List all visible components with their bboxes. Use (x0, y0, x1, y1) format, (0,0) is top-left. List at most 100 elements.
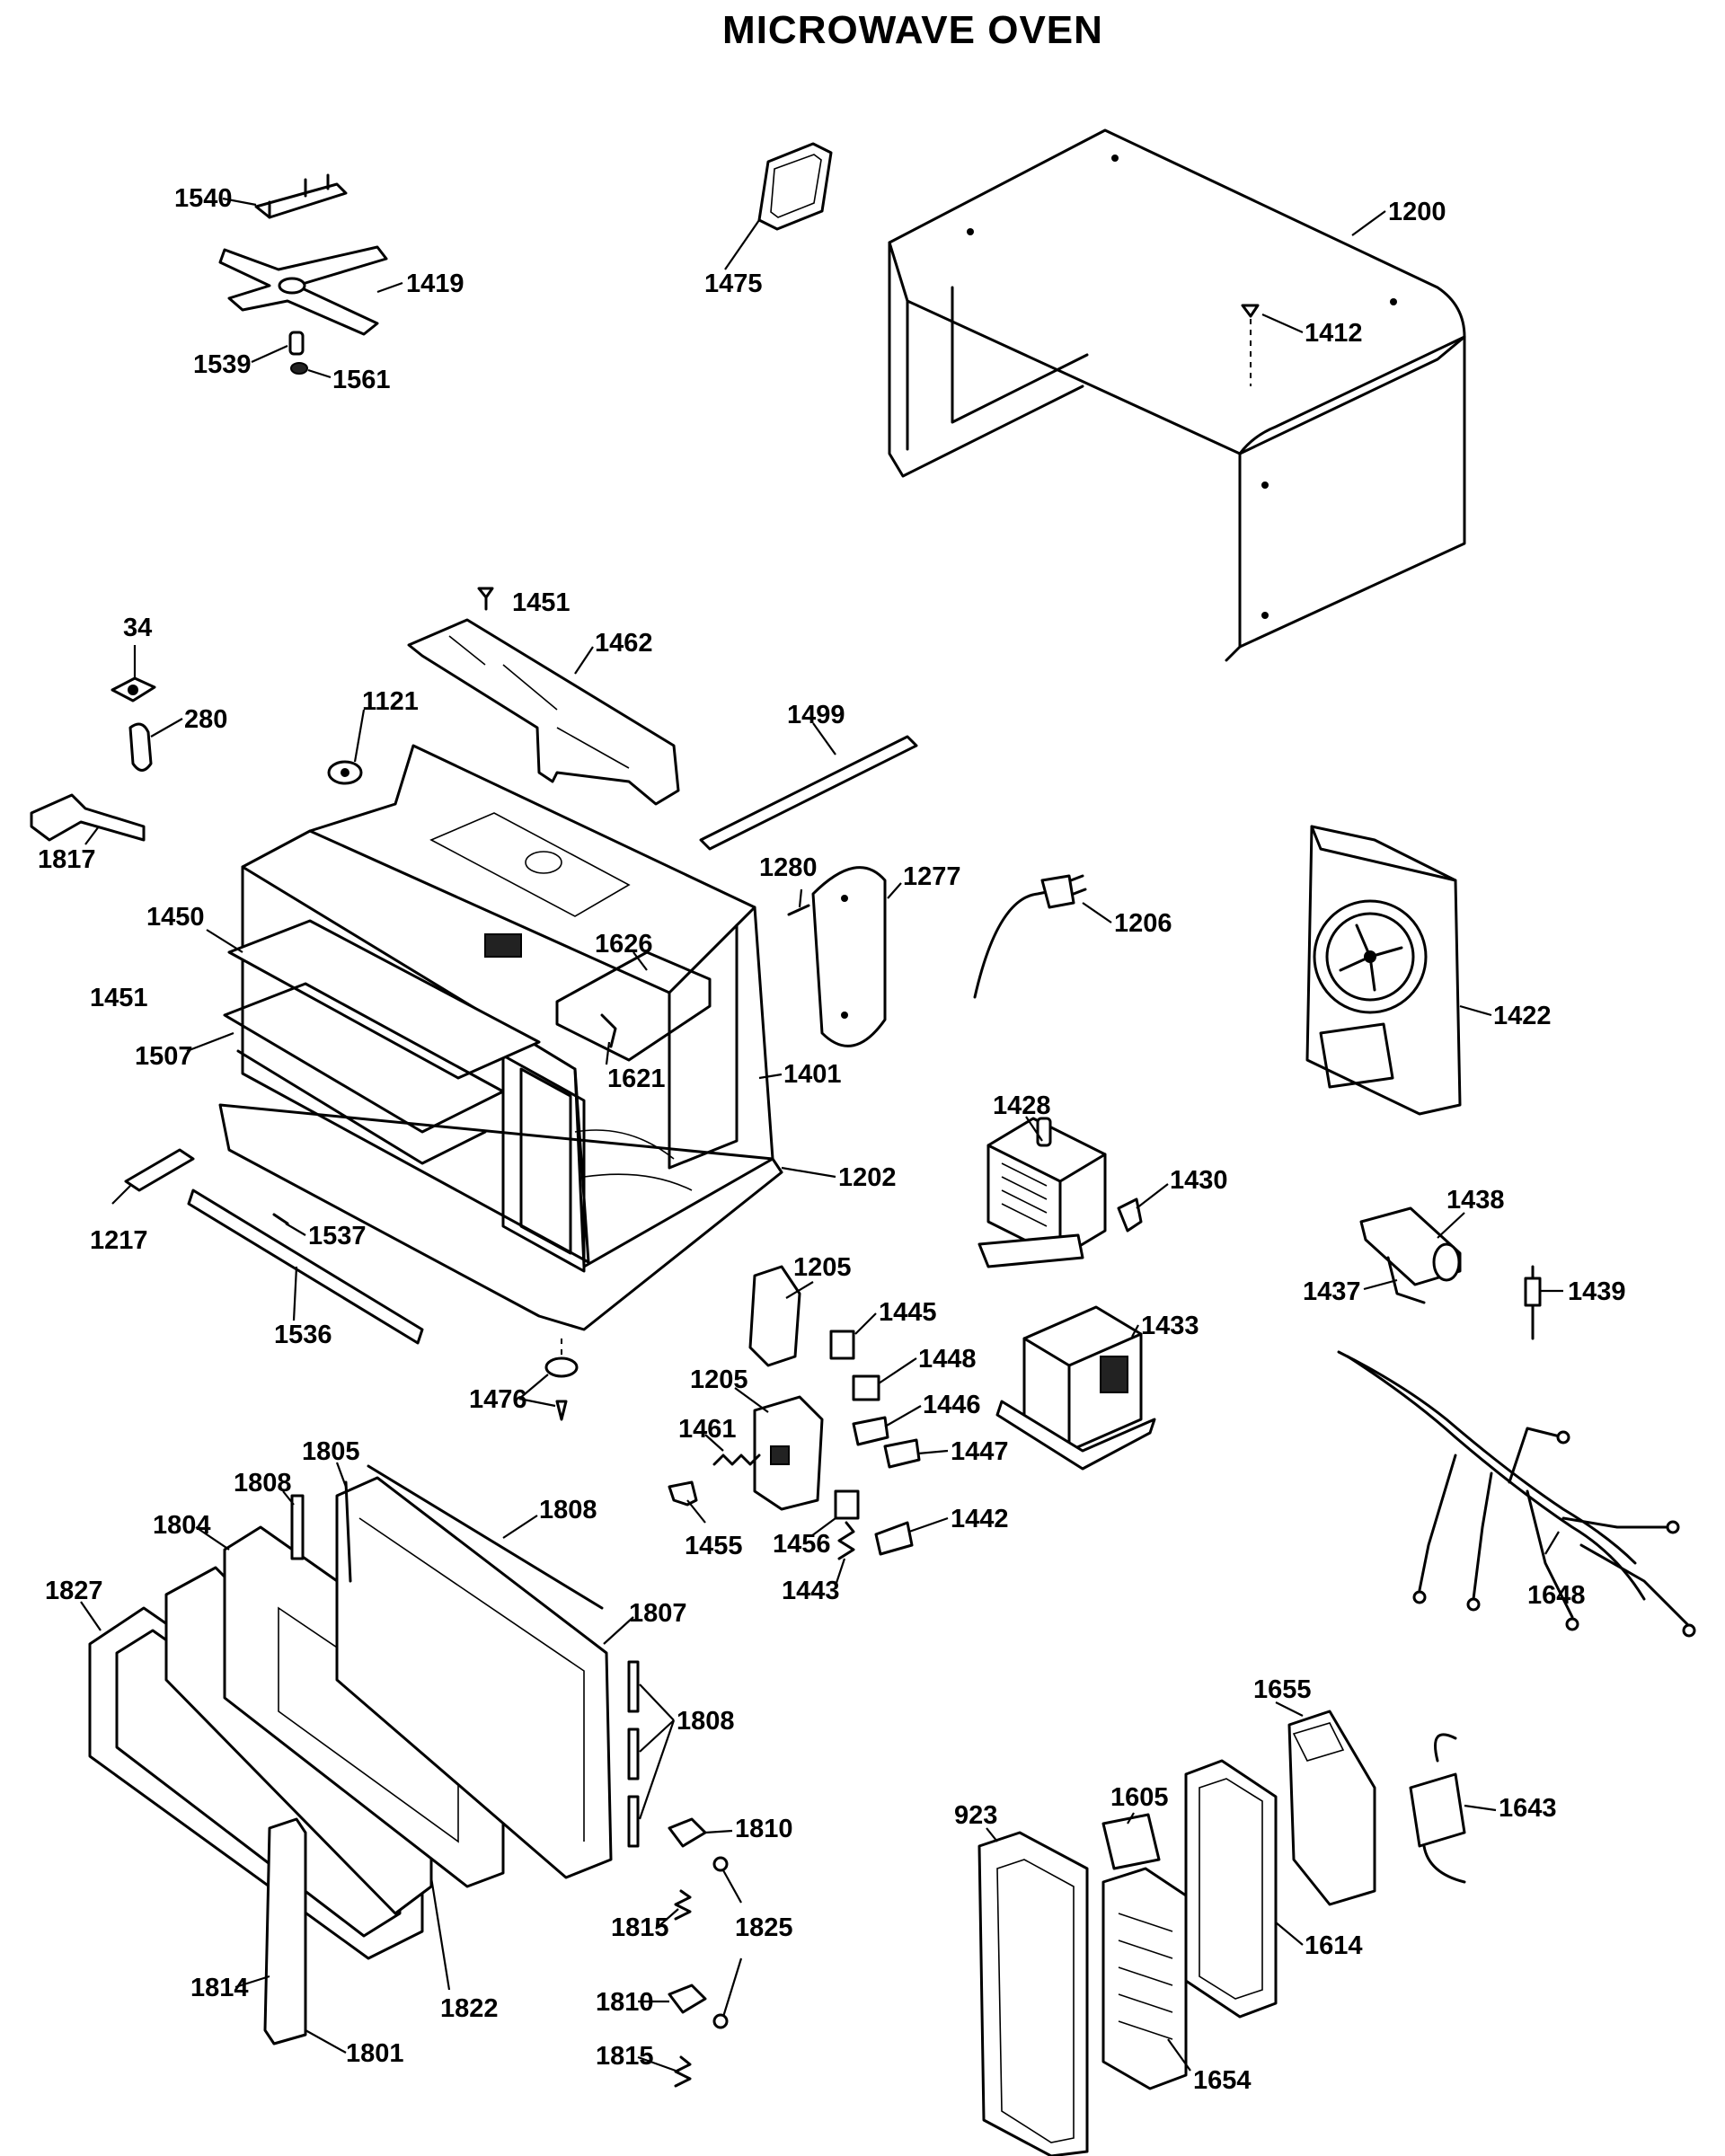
label-1801: 1801 (346, 2039, 404, 2068)
part-1200-outer-cabinet (888, 128, 1466, 662)
part-1621-bracket (600, 1013, 617, 1048)
label-1461: 1461 (678, 1415, 737, 1444)
part-1654-keypad-overlay (1101, 1867, 1188, 2090)
part-1445-switch (829, 1330, 855, 1360)
label-1205-lower: 1205 (690, 1365, 748, 1394)
part-1807-door-inner (335, 1476, 613, 1879)
label-1462: 1462 (595, 629, 653, 658)
label-923: 923 (954, 1801, 997, 1830)
label-1815-lower: 1815 (596, 2042, 654, 2071)
part-1810-latch-lower (668, 1984, 707, 2014)
part-1507-tray (223, 982, 505, 1165)
part-1808-seal-top (367, 1464, 604, 1610)
label-280: 280 (184, 705, 227, 734)
label-1810-lower: 1810 (596, 1988, 654, 2017)
label-1643: 1643 (1499, 1794, 1557, 1823)
label-1437: 1437 (1303, 1277, 1361, 1306)
label-1200: 1200 (1388, 198, 1446, 226)
part-1808-seal-strips (627, 1660, 640, 1848)
part-1539-coupler (288, 331, 305, 356)
part-923-control-panel-frame (978, 1831, 1089, 2156)
label-1433: 1433 (1141, 1312, 1199, 1340)
label-1648: 1648 (1527, 1581, 1586, 1610)
part-1537-screw (272, 1213, 289, 1225)
part-1280-pin (787, 904, 810, 916)
part-1475-waveguide-cover (757, 142, 833, 231)
part-1462-air-duct (407, 618, 680, 806)
label-1428: 1428 (993, 1091, 1051, 1120)
label-1443: 1443 (782, 1577, 840, 1605)
part-1277-cover-plate (811, 866, 887, 1047)
label-1539: 1539 (193, 350, 252, 379)
part-280-lamp (128, 722, 153, 772)
part-1419-stirrer (218, 245, 388, 336)
diagram-title: MICROWAVE OVEN (722, 8, 1103, 52)
label-1814: 1814 (190, 1974, 249, 2002)
label-1621: 1621 (607, 1065, 666, 1093)
label-1827: 1827 (45, 1577, 103, 1605)
label-1451-side: 1451 (90, 984, 148, 1012)
label-1439: 1439 (1568, 1277, 1626, 1306)
label-1614: 1614 (1305, 1931, 1363, 1960)
label-1451-top: 1451 (512, 588, 571, 617)
part-1815-spring-upper (674, 1889, 692, 1921)
label-1507: 1507 (135, 1042, 193, 1071)
part-1499-rail (699, 735, 918, 851)
part-1433-transformer (995, 1305, 1156, 1471)
leader-lines (80, 197, 1563, 2072)
label-1804: 1804 (153, 1511, 211, 1540)
part-1648-wire-harness (1337, 1350, 1696, 1638)
label-1561: 1561 (332, 366, 391, 394)
label-1446: 1446 (923, 1391, 981, 1419)
part-1605-display-window (1101, 1813, 1161, 1870)
part-1437-bracket (1386, 1256, 1426, 1304)
part-1805-window-screen (344, 1480, 352, 1583)
label-1419: 1419 (406, 270, 464, 298)
label-1805: 1805 (302, 1437, 360, 1466)
part-1430-thermal-cutout (1117, 1197, 1143, 1233)
label-1456: 1456 (773, 1530, 831, 1559)
label-1121: 1121 (362, 687, 419, 716)
part-1810-latch-upper (668, 1817, 707, 1848)
label-1540: 1540 (174, 184, 233, 213)
label-1422: 1422 (1493, 1002, 1552, 1030)
part-1121-thermostat (327, 760, 363, 785)
label-1475: 1475 (704, 270, 763, 298)
part-1808-seal-left (290, 1494, 305, 1560)
part-1626-mounting-bracket (555, 950, 712, 1062)
label-1280: 1280 (759, 853, 818, 882)
label-1810-upper: 1810 (735, 1815, 793, 1843)
part-1202-base-plate (218, 1103, 783, 1331)
part-number-labels: 1540 1419 1539 1561 1200 1412 1475 34 28… (38, 184, 1626, 2095)
label-1499: 1499 (787, 701, 845, 729)
label-1476: 1476 (469, 1385, 527, 1414)
label-1202: 1202 (838, 1163, 897, 1192)
label-1626: 1626 (595, 930, 653, 959)
part-1438-capacitor (1359, 1206, 1462, 1286)
part-1450-shelf (227, 919, 541, 1080)
label-1438: 1438 (1446, 1186, 1505, 1215)
label-1430: 1430 (1170, 1166, 1228, 1195)
label-1401: 1401 (783, 1060, 842, 1089)
part-1455-lever (668, 1480, 698, 1507)
part-1815-spring-lower (674, 2055, 692, 2088)
label-1817: 1817 (38, 845, 96, 874)
part-1422-fan-assembly (1305, 825, 1462, 1116)
label-1448: 1448 (918, 1345, 977, 1374)
label-1450: 1450 (146, 903, 205, 932)
part-1461-spring (712, 1454, 761, 1466)
part-1561-washer (290, 362, 308, 375)
label-1825: 1825 (735, 1913, 793, 1942)
part-1456-actuator (834, 1489, 860, 1520)
label-1536: 1536 (274, 1321, 332, 1349)
label-1205-upper: 1205 (793, 1253, 852, 1282)
label-1807: 1807 (629, 1599, 687, 1628)
part-1448-switch (852, 1374, 880, 1401)
part-1655-control-board (1287, 1710, 1376, 1906)
part-1825-pin-lower (712, 2013, 729, 2029)
part-1206-power-cord (973, 874, 1087, 999)
part-1205-switch-holder-lower (753, 1395, 824, 1511)
label-1537: 1537 (308, 1222, 367, 1250)
part-1217-hinge (124, 1148, 195, 1192)
part-1451-screw-top (477, 587, 494, 611)
